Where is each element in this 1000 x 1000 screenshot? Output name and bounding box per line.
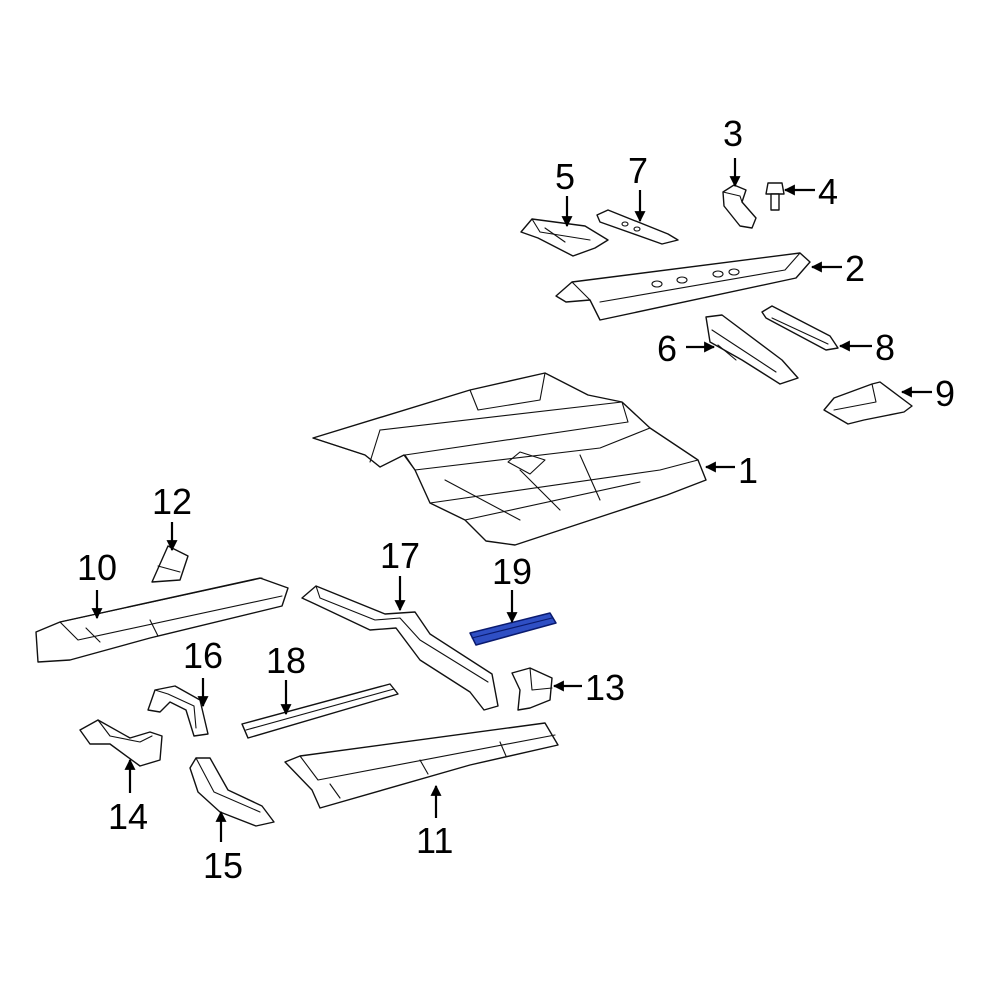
part-6-support[interactable]	[705, 314, 799, 385]
callout-15[interactable]: 15	[203, 845, 243, 886]
callout-1[interactable]: 1	[738, 450, 758, 491]
part-15-bracket[interactable]	[189, 757, 275, 827]
part-9-bracket[interactable]	[823, 381, 913, 425]
callout-5[interactable]: 5	[555, 156, 575, 197]
callout-13[interactable]: 13	[585, 667, 625, 708]
callout-16[interactable]: 16	[183, 635, 223, 676]
callout-2[interactable]: 2	[845, 248, 865, 289]
callout-labels: 1 2 3 4 5 6 7 8 9 10 11 12 13 14 15 16 1…	[77, 113, 955, 886]
part-1-floor-pan[interactable]	[312, 372, 707, 546]
callout-8[interactable]: 8	[875, 327, 895, 368]
callout-18[interactable]: 18	[266, 640, 306, 681]
callout-17[interactable]: 17	[380, 535, 420, 576]
part-19-reinforcement[interactable]	[469, 612, 557, 646]
callout-3[interactable]: 3	[723, 113, 743, 154]
callout-6[interactable]: 6	[657, 328, 677, 369]
callout-9[interactable]: 9	[935, 373, 955, 414]
part-14-bracket[interactable]	[79, 719, 163, 767]
part-7-plate[interactable]	[596, 209, 679, 245]
leader-lines	[91, 158, 932, 842]
part-10-side-rail[interactable]	[35, 577, 289, 663]
callout-4[interactable]: 4	[818, 171, 838, 212]
part-12-bracket[interactable]	[151, 545, 189, 583]
part-17-cross-member[interactable]	[301, 585, 499, 711]
callout-10[interactable]: 10	[77, 547, 117, 588]
callout-19[interactable]: 19	[492, 551, 532, 592]
part-3-bracket[interactable]	[722, 184, 757, 229]
part-4-bolt[interactable]	[765, 182, 785, 211]
callout-7[interactable]: 7	[628, 150, 648, 191]
part-18-reinforcement[interactable]	[241, 683, 399, 739]
part-13-bracket[interactable]	[511, 667, 553, 711]
part-8-plate[interactable]	[761, 305, 839, 351]
callout-11[interactable]: 11	[416, 820, 453, 861]
callout-12[interactable]: 12	[152, 481, 192, 522]
part-11-side-rail[interactable]	[284, 722, 559, 809]
part-16-arch-bracket[interactable]	[147, 685, 209, 737]
part-2-cross-member[interactable]	[555, 252, 811, 321]
part-5-bracket[interactable]	[520, 218, 609, 257]
callout-14[interactable]: 14	[108, 796, 148, 837]
